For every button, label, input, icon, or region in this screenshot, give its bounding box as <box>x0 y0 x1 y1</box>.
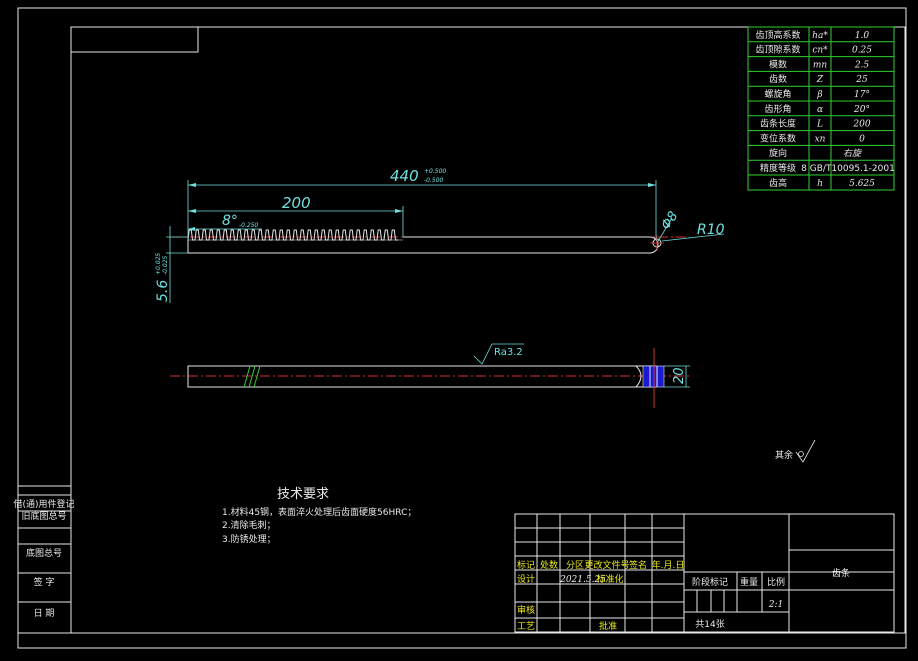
dim-440: 440 <box>390 167 419 185</box>
tb-review: 审核 <box>517 604 535 616</box>
leader-hole <box>656 217 673 244</box>
param-value: 200 <box>852 120 870 130</box>
rack-teeth <box>187 229 398 241</box>
param-value: 2.5 <box>854 60 870 70</box>
outer-border <box>17 7 907 649</box>
tb-header: 处数 <box>540 559 558 571</box>
tb-approve: 批准 <box>599 620 617 632</box>
param-value: 5.625 <box>849 179 875 189</box>
param-symbol: mn <box>813 60 828 70</box>
param-value: 25 <box>855 75 868 85</box>
rounded-end <box>635 365 642 388</box>
notes-title: 技术要求 <box>277 487 329 502</box>
arrow <box>188 209 196 213</box>
tb-header: 分区 <box>566 560 584 571</box>
tb-process: 工艺 <box>517 621 535 632</box>
tb-stage: 阶段标记 <box>692 576 728 588</box>
param-name: 旋向 <box>769 147 787 159</box>
rest-circle <box>798 451 804 457</box>
rack-front-view: 440 +0.500 -0.500 200 8° -0.250 Φ8 R10 5… <box>155 167 725 303</box>
param-symbol: xn <box>815 134 826 144</box>
note-item: 2.清除毛刺； <box>222 519 276 531</box>
param-symbol: cn* <box>812 46 828 56</box>
arrow <box>188 183 196 187</box>
parameter-table: 齿顶高系数 ha* 1.0 齿顶隙系数 cn* 0.25 模数 mn 2.5 齿数 Z 25 螺旋角 β 1… <box>747 26 895 191</box>
param-value: 右旋 <box>843 148 863 159</box>
tb-standardize: 标准化 <box>596 573 623 585</box>
note-item: 3.防锈处理； <box>222 533 276 545</box>
title-block: 标记处数分区更改文件号签名年.月.日设计 2021.5.25标准化审核工艺 批准 阶段… <box>514 513 895 633</box>
side-label: 底图总号 <box>26 547 62 559</box>
tb-sheets: 共14张 <box>695 619 724 630</box>
param-symbol: Z <box>816 75 824 85</box>
param-name: 螺旋角 <box>764 88 791 100</box>
tb-design: 设计 <box>517 573 535 585</box>
tb-scale: 2:1 <box>768 600 783 610</box>
dim-height: 5.6 <box>155 280 171 302</box>
tb-header: 年.月.日 <box>652 559 685 571</box>
param-symbol: L <box>816 120 823 130</box>
dim-radius: R10 <box>697 222 725 238</box>
tb-date: 2021.5.25 <box>559 575 606 585</box>
dim-hole: Φ8 <box>658 209 681 233</box>
param-symbol: α <box>817 105 823 115</box>
param-value: 0.25 <box>852 46 872 56</box>
param-name: 齿条长度 <box>760 118 796 130</box>
break-line <box>248 365 256 388</box>
inner-border <box>70 26 906 634</box>
note-item: 1.材料45钢，表面淬火处理后齿面硬度56HRC； <box>222 506 416 518</box>
dim-8: 8° <box>222 213 238 229</box>
param-name: 齿高 <box>769 177 787 189</box>
tech-notes: 技术要求 1.材料45钢，表面淬火处理后齿面硬度56HRC； 2.清除毛刺； 3… <box>222 487 416 545</box>
dim-440-tol-up: +0.500 <box>424 168 446 175</box>
code-box <box>70 26 199 53</box>
arrow <box>648 183 656 187</box>
tb-scale-label: 比例 <box>767 576 785 588</box>
param-name: 齿顶高系数 <box>755 29 800 41</box>
rest-label: 其余 <box>775 449 793 461</box>
dim-width: 20 <box>672 367 687 384</box>
dim-height-tol-up: +0.025 <box>155 253 162 275</box>
rack-outline <box>187 236 659 254</box>
param-symbol: ha* <box>812 31 828 41</box>
side-label: 签 字 <box>34 576 55 588</box>
dim-8-tol: -0.250 <box>239 222 259 229</box>
tb-weight: 重量 <box>740 576 758 588</box>
param-name: 变位系数 <box>760 132 796 144</box>
tb-header: 签名 <box>629 559 647 571</box>
dim-height-tol-dn: -0.025 <box>162 255 169 275</box>
break-line <box>253 365 261 388</box>
rack-top-view: 20 Ra3.2 <box>170 343 690 408</box>
param-value: 1.0 <box>855 31 870 41</box>
leader-radius <box>661 233 725 242</box>
param-value: 20° <box>853 105 870 115</box>
param-name: 齿数 <box>769 73 787 85</box>
param-symbol: h <box>817 179 823 189</box>
tb-part-name: 齿条 <box>832 567 850 579</box>
side-label: 日 期 <box>34 608 55 619</box>
param-symbol: β <box>816 90 822 100</box>
param-name: 齿顶隙系数 <box>755 44 800 56</box>
tb-header: 更改文件号 <box>584 559 629 571</box>
tb-header: 标记 <box>517 559 535 571</box>
side-label: 借(通)用件登记 <box>13 498 74 510</box>
dim-200: 200 <box>282 194 311 212</box>
rest-roughness: 其余 <box>775 439 816 463</box>
dim-440-tol-dn: -0.500 <box>424 177 444 184</box>
roughness-symbol <box>473 343 524 365</box>
param-value: 17° <box>854 90 870 100</box>
arrow <box>188 227 195 231</box>
side-label: 旧底图总号 <box>21 510 66 522</box>
rest-symbol <box>795 439 816 463</box>
break-line <box>243 365 251 388</box>
param-value: 8 GB/T10095.1-2001 <box>801 164 895 174</box>
param-value: 0 <box>859 134 865 144</box>
arrow <box>395 209 403 213</box>
param-name: 模数 <box>769 58 787 70</box>
param-name: 齿形角 <box>764 103 791 115</box>
roughness-value: Ra3.2 <box>494 347 523 358</box>
param-name: 精度等级 <box>760 162 796 174</box>
